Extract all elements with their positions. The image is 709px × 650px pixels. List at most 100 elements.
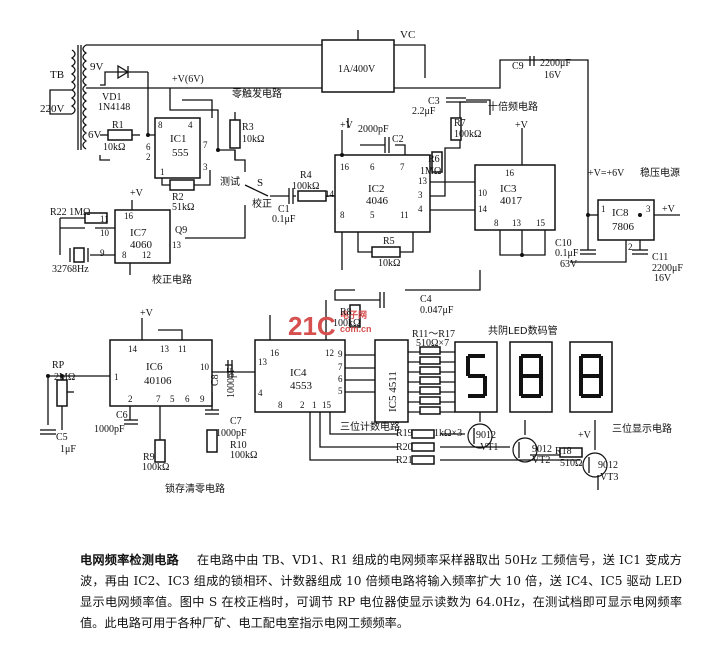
diode-vd1	[117, 64, 130, 80]
label-c9: C9	[512, 61, 524, 72]
label-vt2: VT2	[532, 455, 550, 466]
label-tb: TB	[50, 69, 64, 81]
label-vplus-6v: +V(6V)	[172, 74, 204, 85]
ic6-part: 40106	[144, 375, 172, 387]
label-led: 共阴LED数码管	[488, 324, 558, 337]
label-c5: C5	[56, 432, 68, 443]
label-vplus-display: +V	[578, 430, 592, 441]
svg-text:1: 1	[114, 372, 119, 382]
capacitor-c9	[529, 56, 535, 66]
label-r10: R10	[230, 440, 247, 451]
svg-text:8: 8	[494, 218, 499, 228]
label-c10-val: 0.1μF	[555, 248, 579, 259]
label-test: 测试	[220, 175, 240, 188]
ic1-name: IC1	[170, 133, 187, 145]
label-display: 三位显示电路	[612, 422, 672, 435]
svg-text:7: 7	[156, 394, 161, 404]
svg-text:15: 15	[322, 400, 332, 410]
svg-text:14: 14	[325, 189, 335, 199]
label-r21: R21	[396, 455, 413, 466]
svg-text:7: 7	[400, 162, 405, 172]
resistor-r19	[411, 429, 435, 439]
svg-text:13: 13	[172, 240, 182, 250]
svg-text:16: 16	[340, 162, 350, 172]
ic2-name: IC2	[368, 183, 385, 195]
label-vplus-ic2: +V	[340, 120, 354, 131]
capacitor-c8	[227, 360, 233, 378]
svg-text:3: 3	[418, 190, 423, 200]
label-r18-val: 510Ω	[560, 458, 582, 469]
transistor-vt1	[467, 423, 493, 449]
label-r19: R19	[396, 428, 413, 439]
label-9v: 9V	[90, 61, 104, 73]
label-q9: Q9	[175, 225, 187, 236]
svg-text:8: 8	[158, 120, 163, 130]
label-r2: R2	[172, 192, 184, 203]
label-regulator: 稳压电源	[640, 166, 680, 179]
label-r7-val: 100kΩ	[454, 129, 481, 140]
label-multiplier: 十倍频电路	[488, 100, 538, 113]
figure-caption: 电网频率检测电路在电路中由 TB、VD1、R1 组成的电网频率采样器取出 50H…	[80, 550, 682, 634]
ic2-part: 4046	[366, 195, 389, 207]
svg-text:7: 7	[203, 140, 208, 150]
label-crystal: 32768Hz	[52, 264, 89, 275]
label-c1: C1	[278, 204, 290, 215]
svg-text:12: 12	[325, 348, 334, 358]
ic6-name: IC6	[146, 361, 163, 373]
label-counter: 三位计数电路	[340, 420, 400, 433]
svg-text:21C: 21C	[288, 311, 336, 341]
svg-text:5: 5	[170, 394, 175, 404]
label-r3: R3	[242, 122, 254, 133]
label-calib-circuit: 校正电路	[152, 273, 192, 286]
ic4-4553	[254, 339, 346, 413]
svg-text:2: 2	[628, 242, 633, 252]
label-r2-val: 51kΩ	[172, 202, 194, 213]
label-c4: C4	[420, 294, 432, 305]
label-vplus-eq: +V=+6V	[588, 168, 625, 179]
watermark: 21C 电子网 com.cn	[288, 309, 372, 341]
resistor-r4	[297, 190, 327, 202]
label-c8-val: 1000pF	[226, 367, 237, 398]
svg-text:11: 11	[178, 344, 187, 354]
capacitor-c3	[446, 97, 491, 115]
label-c6: C6	[116, 410, 128, 421]
resistor-r2	[169, 179, 195, 191]
svg-text:16: 16	[124, 211, 134, 221]
svg-text:3: 3	[203, 162, 208, 172]
svg-text:6: 6	[146, 142, 151, 152]
transistor-vt3	[582, 452, 608, 478]
label-c11: C11	[652, 252, 668, 263]
svg-text:2: 2	[146, 152, 151, 162]
ic6-40106	[109, 339, 213, 407]
resistor-r10	[206, 429, 218, 453]
capacitor-c4	[379, 292, 385, 308]
label-r1-val: 10kΩ	[103, 142, 125, 153]
svg-text:13: 13	[512, 218, 522, 228]
label-r5-val: 10kΩ	[378, 258, 400, 269]
svg-text:3: 3	[646, 204, 651, 214]
label-c4-val: 0.047μF	[420, 305, 454, 316]
label-c3: C3	[428, 96, 440, 107]
label-c8: C8	[210, 374, 221, 386]
label-r6-val: 1MΩ	[420, 166, 441, 177]
svg-text:4: 4	[258, 388, 263, 398]
ic7-4060	[114, 209, 171, 264]
junction-dots	[46, 133, 642, 378]
label-vplus-ic3: +V	[515, 120, 529, 131]
resistor-r20	[411, 442, 435, 452]
resistor-r1	[107, 129, 133, 141]
label-r10-val: 100kΩ	[230, 450, 257, 461]
label-r9: R9	[143, 452, 155, 463]
ic7-name: IC7	[130, 227, 147, 239]
label-r22: R22 1MΩ	[50, 207, 91, 218]
label-1n4148: 1N4148	[98, 102, 130, 113]
ic8-7806	[597, 199, 655, 241]
svg-text:9: 9	[200, 394, 205, 404]
svg-text:5: 5	[338, 386, 343, 396]
svg-text:8: 8	[340, 210, 345, 220]
label-vplus-ic6: +V	[140, 308, 154, 319]
caption-text: 在电路中由 TB、VD1、R1 组成的电网频率采样器取出 50Hz 工频信号，送…	[80, 553, 682, 630]
svg-text:14: 14	[128, 344, 138, 354]
transistor-vt2	[512, 437, 538, 463]
svg-text:6: 6	[338, 374, 343, 384]
